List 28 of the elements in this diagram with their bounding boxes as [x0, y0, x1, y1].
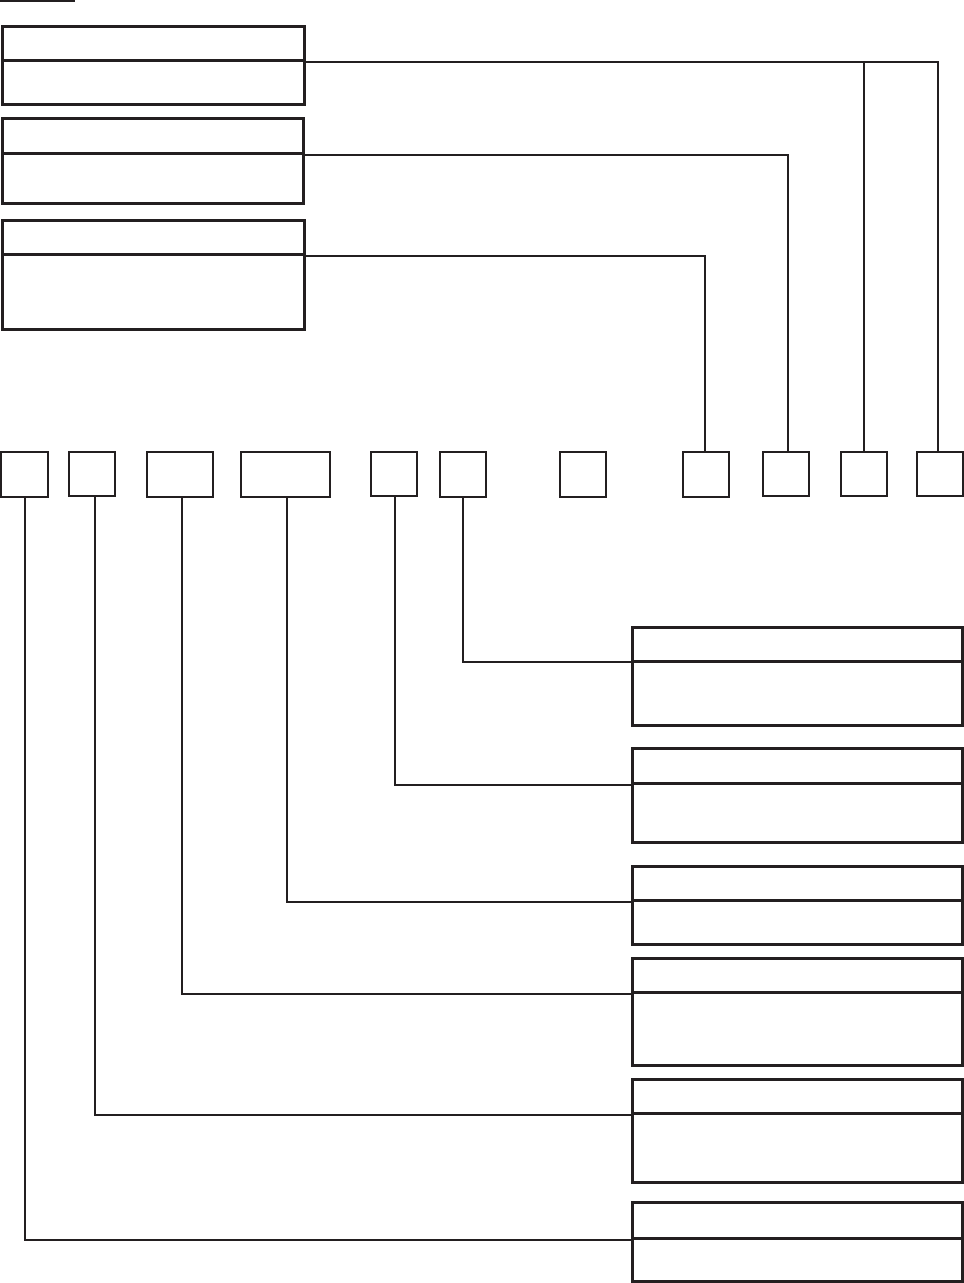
leader-line: [94, 496, 632, 1116]
small-box: [146, 451, 214, 498]
small-box: [439, 451, 487, 498]
callout-box: [631, 1078, 964, 1184]
callout-box: [631, 865, 964, 946]
small-box: [240, 451, 331, 498]
small-box: [559, 451, 607, 498]
leader-line: [305, 255, 706, 452]
callout-box: [631, 626, 964, 727]
callout-box: [1, 219, 306, 331]
small-box: [0, 451, 49, 498]
leader-line: [304, 154, 789, 452]
small-box: [682, 451, 730, 498]
leader-line: [181, 497, 632, 995]
leader-line: [394, 496, 632, 786]
callout-box: [1, 25, 306, 106]
callout-box: [631, 957, 964, 1067]
small-box: [68, 451, 116, 497]
callout-box: [1, 117, 305, 205]
leader-line: [462, 497, 632, 663]
small-box: [840, 451, 888, 497]
leader-line: [286, 497, 632, 903]
small-box: [762, 451, 810, 497]
small-box: [916, 451, 964, 497]
callout-box: [631, 1201, 964, 1283]
callout-box: [631, 747, 964, 844]
small-box: [370, 451, 418, 497]
leader-line: [24, 497, 632, 1241]
